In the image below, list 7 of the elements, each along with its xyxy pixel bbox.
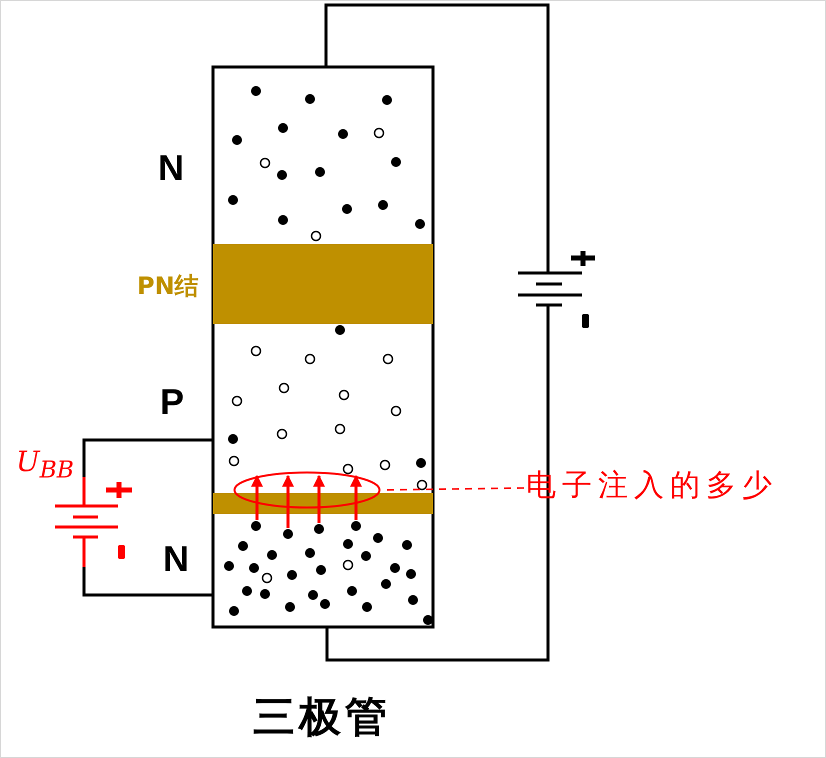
highlight-ellipse xyxy=(233,471,381,509)
voltage-label: U$_{BB}$ xyxy=(16,448,74,482)
region-label: N xyxy=(163,541,189,577)
caption: 三极管 xyxy=(253,696,391,738)
region-label: P xyxy=(160,384,184,420)
region-label: N xyxy=(158,150,184,186)
junction-label: PN结 xyxy=(137,274,199,298)
